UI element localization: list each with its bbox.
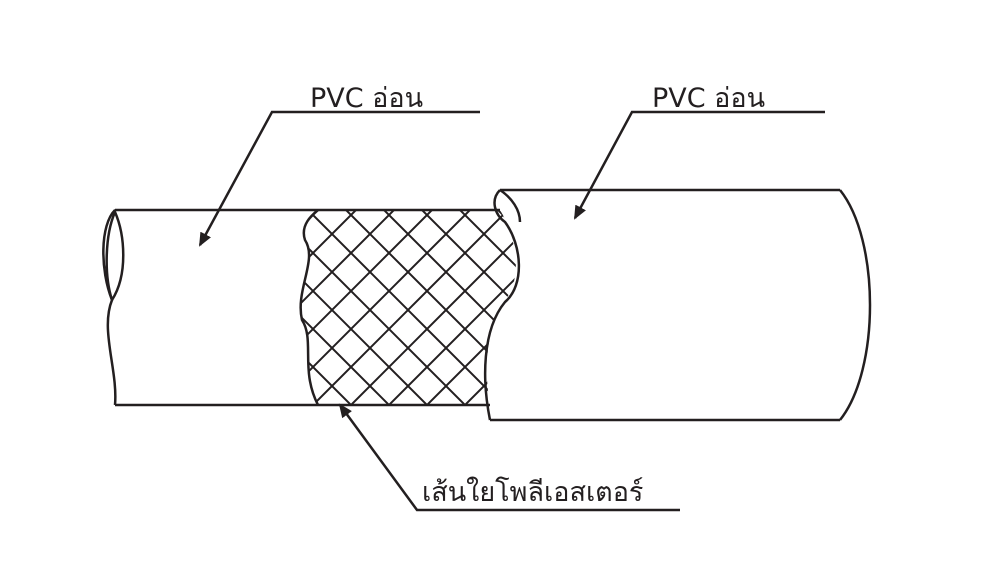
mesh-strand — [411, 210, 516, 405]
mesh-strand — [526, 200, 746, 420]
mesh-strand — [716, 200, 936, 420]
mesh-strand — [602, 200, 822, 420]
mesh-strand — [70, 200, 290, 420]
mesh-strand — [449, 210, 516, 405]
mesh-strand — [640, 200, 860, 420]
mesh-strand — [0, 200, 138, 420]
mesh-strand — [300, 210, 367, 405]
label-inner-pvc: PVC อ่อน — [310, 83, 424, 114]
mesh-strand — [32, 200, 252, 420]
mesh-strand — [300, 210, 405, 405]
mesh-strand — [0, 200, 176, 420]
mesh-strand — [678, 200, 898, 420]
mesh-strand — [0, 200, 100, 420]
mesh-left-edge — [299, 209, 320, 406]
mesh-strand — [300, 210, 443, 405]
leader-mesh — [338, 403, 680, 512]
inner-tube-end — [102, 209, 117, 406]
mesh-strand — [300, 210, 329, 405]
mesh-strand — [754, 200, 974, 420]
mesh-strand — [411, 210, 516, 405]
mesh-strand — [716, 200, 936, 420]
mesh-strand — [754, 200, 974, 420]
mesh-strand — [300, 210, 481, 405]
mesh-strand — [449, 210, 516, 405]
mesh-strand — [678, 200, 898, 420]
mesh-strand — [300, 210, 516, 405]
mesh-strand — [0, 200, 176, 420]
outer-tube-right-end — [839, 189, 872, 421]
outer-tube-outline — [490, 188, 840, 422]
mesh-strand — [640, 200, 860, 420]
label-outer-pvc: PVC อ่อน — [652, 83, 766, 114]
mesh-strand — [335, 210, 516, 405]
mesh-strand — [0, 200, 138, 420]
mesh-strand — [300, 210, 405, 405]
leader-inner — [198, 110, 480, 247]
label-polyester-fiber: เส้นใยโพลีเอสเตอร์ — [422, 477, 644, 508]
mesh-strand — [564, 200, 784, 420]
mesh-strand — [0, 200, 100, 420]
mesh-strand — [32, 200, 252, 420]
inner-tube-opening — [105, 208, 125, 303]
mesh-strand — [564, 200, 784, 420]
polyester-mesh — [0, 200, 974, 420]
mesh-strand — [373, 210, 516, 405]
mesh-strand — [526, 200, 746, 420]
mesh-strand — [300, 210, 329, 405]
leader-outer — [573, 110, 825, 220]
outer-tube-left-edge — [483, 189, 521, 421]
mesh-strand — [602, 200, 822, 420]
mesh-strand — [70, 200, 290, 420]
mesh-strand — [487, 210, 516, 405]
mesh-strand — [300, 210, 367, 405]
mesh-strand — [0, 200, 214, 420]
mesh-strand — [487, 210, 516, 405]
mesh-strand — [0, 200, 214, 420]
